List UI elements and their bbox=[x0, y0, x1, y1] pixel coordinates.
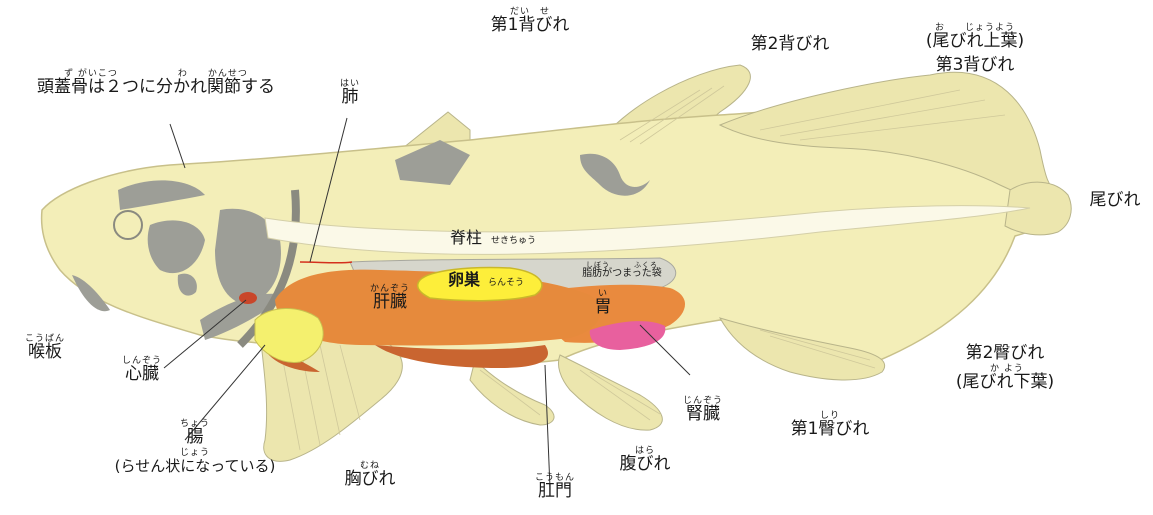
label-ovary: 卵巣 らんそう bbox=[426, 272, 546, 289]
lung bbox=[300, 262, 352, 263]
label-stomach: い 胃 bbox=[588, 290, 618, 317]
label-skull: ず がいこつ わ かんせつ 頭蓋骨は２つに分かれ関節する bbox=[6, 70, 306, 97]
label-spine: 脊柱 せきちゅう bbox=[418, 230, 568, 247]
label-pectoral-fin: むね 胸びれ bbox=[330, 462, 410, 489]
label-anus: こうもん 肛門 bbox=[525, 474, 585, 501]
pelvic-fin bbox=[470, 360, 554, 425]
label-lung: はい 肺 bbox=[335, 80, 365, 107]
label-first-dorsal-fin: だい せ 第1背びれ bbox=[480, 8, 580, 35]
first-anal-fin bbox=[558, 355, 662, 430]
label-gular-plate: こうばん 喉板 bbox=[20, 335, 70, 362]
label-caudal-fin: 尾びれ bbox=[1080, 192, 1150, 210]
label-kidney: じんぞう 腎臓 bbox=[678, 397, 728, 424]
label-liver: かんぞう 肝臓 bbox=[360, 285, 420, 312]
label-third-dorsal-fin: お じょうよう (尾びれ上葉) 第3背びれ bbox=[905, 24, 1045, 75]
label-first-anal-fin: しり 第1臀びれ bbox=[775, 412, 885, 439]
label-second-dorsal-fin: 第2背びれ bbox=[735, 36, 845, 54]
heart bbox=[239, 292, 257, 304]
label-heart: しんぞう 心臓 bbox=[112, 357, 172, 384]
label-pelvic-fin: はら 腹びれ bbox=[605, 447, 685, 474]
label-second-anal-fin: 第2臀びれ か よう (尾びれ下葉) bbox=[930, 345, 1080, 392]
label-intestine: ちょう 腸 じょう (らせん状になっている) bbox=[100, 420, 290, 474]
label-fat-sac: しぼう ふくろ 脂肪がつまった袋 bbox=[562, 262, 682, 280]
